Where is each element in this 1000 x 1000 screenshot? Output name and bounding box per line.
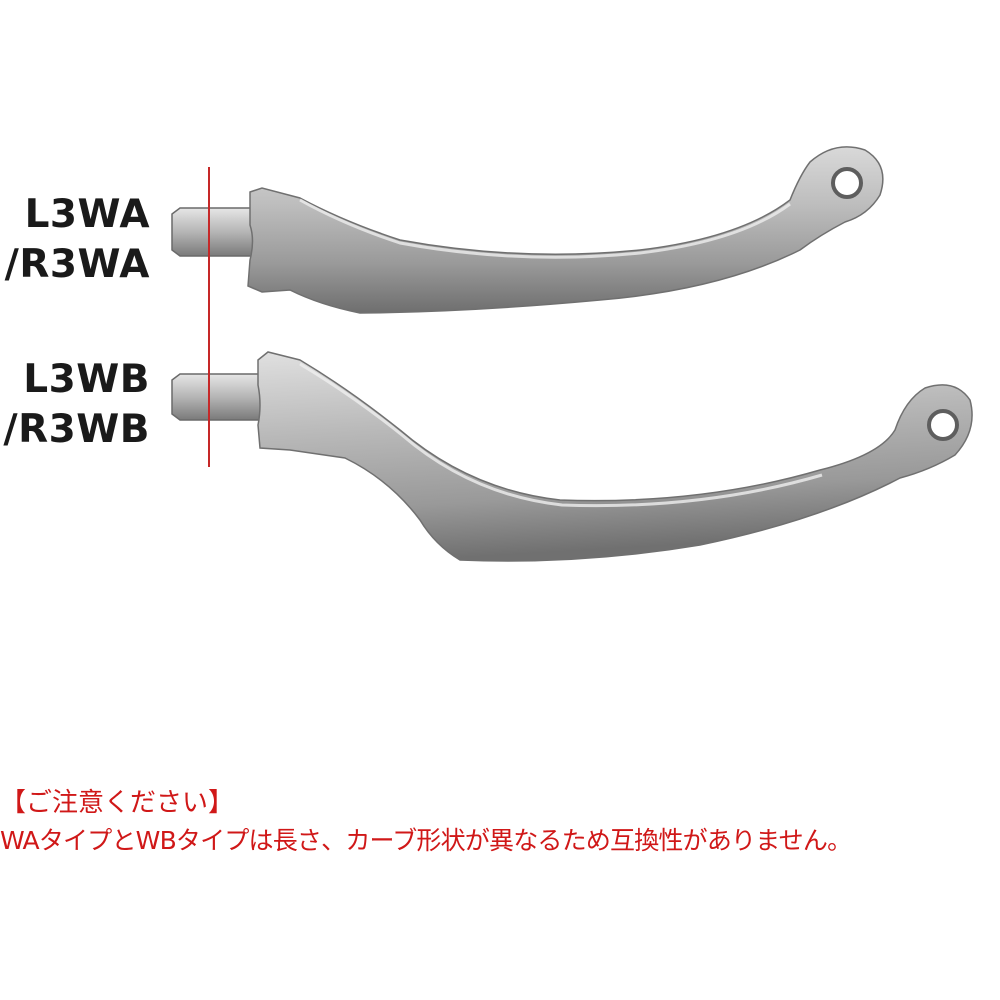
notice-heading: 【ご注意ください】 <box>0 788 235 818</box>
lever-wa-end-hole <box>831 167 863 199</box>
lever-wb-end-hole <box>927 409 959 441</box>
product-label-wa: L3WA /R3WA <box>5 190 150 290</box>
notice-block: 【ご注意ください】 WAタイプとWBタイプは長さ、カーブ形状が異なるため互換性が… <box>0 784 1000 860</box>
notice-body: WAタイプとWBタイプは長さ、カーブ形状が異なるため互換性がありません。 <box>0 826 852 855</box>
model-code-r3wa: /R3WA <box>4 242 150 287</box>
lever-wa <box>171 146 884 314</box>
product-label-wb: L3WB /R3WB <box>3 355 150 455</box>
lever-wb <box>171 351 973 562</box>
model-code-l3wa: L3WA <box>24 192 150 237</box>
model-code-l3wb: L3WB <box>23 357 150 402</box>
lever-wa-body <box>247 146 884 314</box>
model-code-r3wb: /R3WB <box>3 407 150 452</box>
lever-illustration <box>171 146 973 562</box>
alignment-reference-line <box>208 167 210 467</box>
lever-wb-body <box>257 351 973 562</box>
